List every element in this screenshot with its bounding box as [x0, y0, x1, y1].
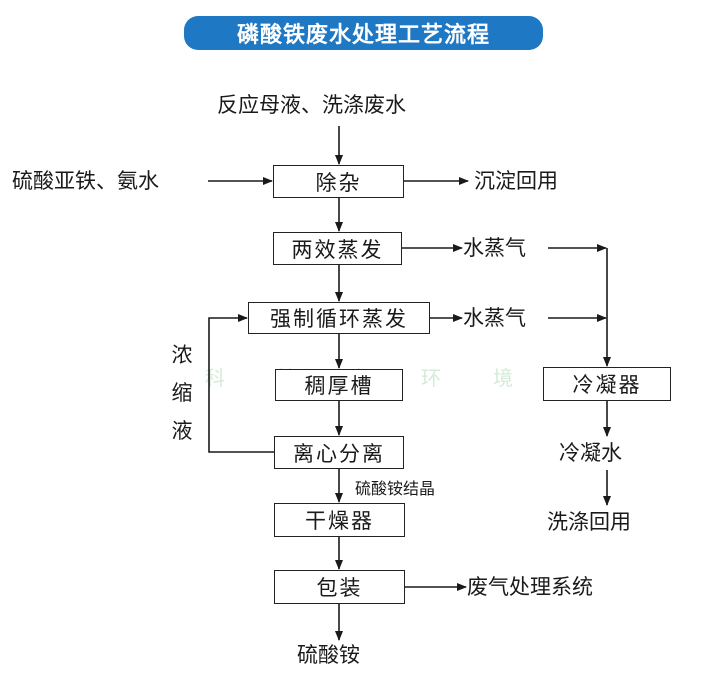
loop-label-concentrate: 浓 缩 液	[170, 336, 194, 450]
title-banner: 磷酸铁废水处理工艺流程	[184, 16, 543, 50]
loop-label-char: 缩	[171, 381, 193, 405]
step-impurity-removal: 除杂	[273, 165, 404, 198]
loop-label-char: 液	[171, 419, 193, 443]
output-ammonium-sulfate: 硫酸铵	[297, 643, 360, 667]
step-thickening-tank: 稠厚槽	[275, 369, 403, 401]
output-condensate: 冷凝水	[559, 441, 622, 465]
output-exhaust-treatment: 废气处理系统	[467, 575, 593, 599]
loop-label-char: 浓	[171, 343, 193, 367]
step-forced-circulation-evaporation: 强制循环蒸发	[248, 302, 430, 334]
output-precipitate-reuse: 沉淀回用	[474, 169, 558, 193]
input-reagents: 硫酸亚铁、氨水	[12, 169, 159, 193]
output-wash-reuse: 洗涤回用	[547, 510, 631, 534]
step-dryer: 干燥器	[274, 503, 405, 537]
step-condenser: 冷凝器	[543, 367, 671, 401]
step-centrifugal-separation: 离心分离	[274, 436, 404, 469]
step-packaging: 包装	[274, 570, 405, 604]
output-steam-1: 水蒸气	[463, 236, 526, 260]
input-mother-liquor: 反应母液、洗涤废水	[217, 93, 406, 117]
output-ammonium-sulfate-crystals: 硫酸铵结晶	[355, 479, 436, 498]
step-double-effect-evaporation: 两效蒸发	[273, 232, 402, 265]
output-steam-2: 水蒸气	[463, 306, 526, 330]
arrow-concentrate-loop	[208, 314, 274, 453]
